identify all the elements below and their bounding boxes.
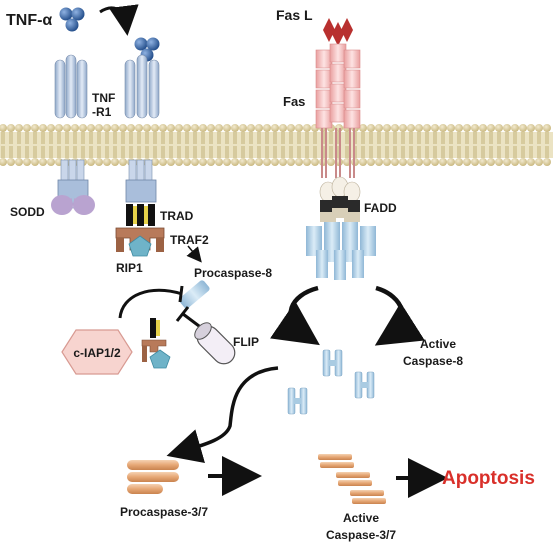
- traf2-to-procaspase8-arrow: [186, 245, 202, 263]
- ciap-inhibition-bar: [178, 285, 184, 303]
- procaspase8-at-fadd: [306, 222, 376, 280]
- label-tnf-alpha: TNF-α: [6, 12, 52, 29]
- caspase8-to-procaspase37-arrow: [166, 366, 279, 464]
- caspase8-dimer: [322, 349, 343, 377]
- rip1-protein: [128, 235, 152, 257]
- label-procaspase8: Procaspase-8: [194, 266, 272, 280]
- label-trad: TRAD: [160, 209, 194, 223]
- label-sodd: SODD: [10, 205, 45, 219]
- procaspase37-protein: [127, 460, 179, 494]
- label-traf2: TRAF2: [170, 233, 209, 247]
- label-procaspase37: Procaspase-3/7: [120, 505, 208, 519]
- label-active-caspase8-line2: Caspase-8: [403, 354, 463, 368]
- label-fas-l: Fas L: [276, 7, 313, 23]
- active-caspase8-dimers: [287, 349, 375, 415]
- label-active-caspase8-line1: Active: [420, 337, 456, 351]
- fadd-protein: [319, 176, 361, 222]
- caspase8-dimer: [287, 387, 308, 415]
- label-ciap: c-IAP1/2: [73, 346, 121, 360]
- label-active-caspase37-line1: Active: [343, 511, 379, 525]
- fas-ligand: [323, 18, 353, 46]
- tnf-alpha-bound-trimer: [134, 37, 160, 62]
- caspase8-dimer: [354, 371, 375, 399]
- label-active-caspase37-line2: Caspase-3/7: [326, 528, 396, 542]
- label-tnf-r1-line1: TNF: [92, 91, 115, 105]
- cell-membrane: [0, 124, 553, 166]
- activation-arrow-left: [270, 285, 320, 346]
- flip-inhibition-bar: [175, 306, 190, 322]
- active-caspase37-protein: [318, 454, 386, 504]
- trad-protein: [126, 204, 155, 226]
- ciap-protein: [61, 329, 133, 375]
- sodd-protein: [51, 195, 95, 215]
- label-fadd: FADD: [364, 201, 397, 215]
- label-flip: FLIP: [233, 335, 259, 349]
- label-tnf-r1-line2: -R1: [92, 105, 112, 119]
- tnf-binding-arrow: [99, 4, 139, 36]
- label-apoptosis: Apoptosis: [442, 468, 535, 489]
- label-fas: Fas: [283, 94, 305, 109]
- tnf-alpha-trimer: [59, 7, 85, 32]
- activation-arrow-right: [374, 285, 425, 346]
- tnf-r1-receptor-active: [124, 54, 160, 203]
- ciap-inhibition-line: [118, 288, 183, 319]
- procaspase8-protein: [179, 280, 210, 309]
- label-rip1: RIP1: [116, 261, 143, 275]
- fas-receptor: [315, 43, 361, 178]
- flip-protein: [194, 322, 236, 365]
- complex-fragment: [141, 318, 171, 369]
